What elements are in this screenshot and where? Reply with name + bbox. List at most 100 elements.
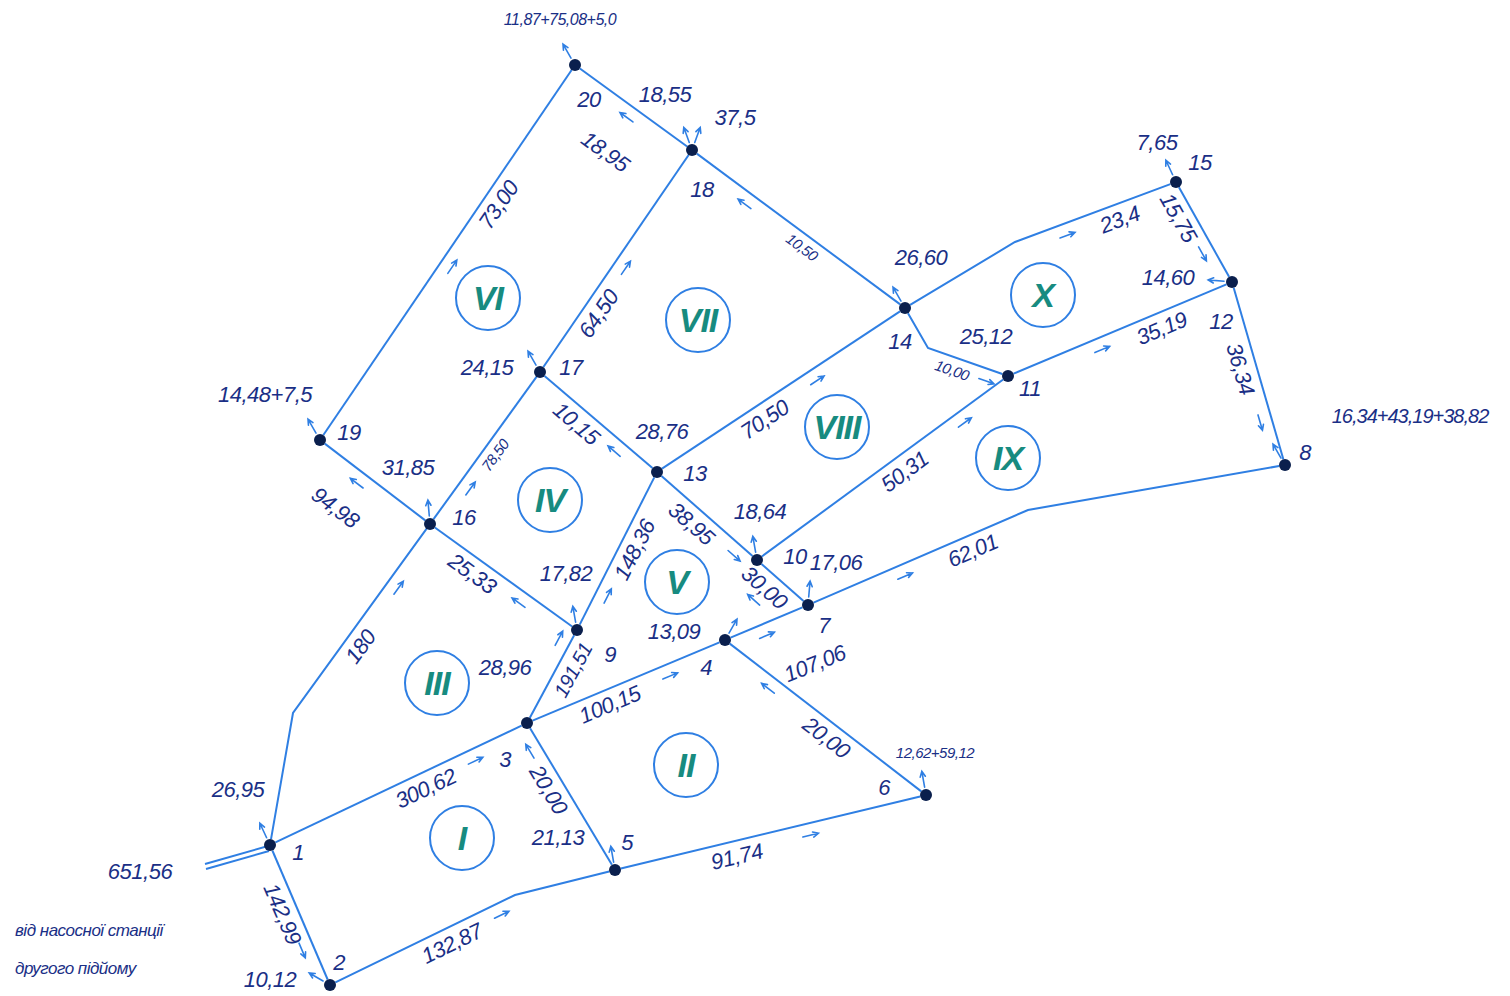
junction-number: 14 — [888, 331, 911, 353]
flow-value: 78,50 — [479, 437, 512, 474]
junction-number: 15 — [1188, 152, 1211, 174]
junction-node: 157,65 — [1170, 176, 1182, 188]
pump-main-line — [206, 851, 269, 869]
flow-value: 35,19 — [1134, 308, 1191, 349]
ring-number: VII — [679, 303, 718, 337]
flow-arrow — [738, 199, 751, 209]
flow-arrow — [555, 631, 563, 645]
flow-value: 20,00 — [798, 713, 853, 763]
flow-value: 50,31 — [877, 447, 932, 496]
flow-arrow — [495, 911, 509, 918]
demand-value: 11,87+75,08+5,0 — [504, 12, 616, 28]
flow-value: 100,15 — [576, 683, 644, 728]
flow-arrow — [466, 482, 475, 495]
flow-value: 191,51 — [550, 639, 595, 700]
flow-arrow — [394, 581, 403, 594]
junction-node: 2011,87+75,08+5,0 — [569, 59, 581, 71]
junction-node: 126,95 — [264, 839, 276, 851]
pipe-line — [731, 607, 803, 637]
demand-arrow — [309, 973, 323, 981]
flow-value: 107,06 — [781, 642, 849, 686]
junction-number: 19 — [337, 422, 360, 444]
junction-node: 1818,5537,5 — [686, 144, 698, 156]
ring-node: VIII — [804, 394, 870, 460]
ring-number: III — [424, 666, 449, 700]
junction-number: 2 — [333, 952, 345, 974]
junction-number: 7 — [818, 615, 830, 637]
flow-arrow — [1258, 415, 1263, 430]
demand-value: 18,55 — [639, 84, 692, 106]
junction-node: 612,62+59,12 — [920, 789, 932, 801]
ring-number: IX — [993, 441, 1023, 475]
pipe-line — [275, 726, 521, 843]
junction-number: 18 — [690, 179, 713, 201]
junction-number: 5 — [621, 832, 633, 854]
source-note: другого підйому — [15, 960, 136, 977]
junction-node: 1214,60 — [1226, 276, 1238, 288]
pipe-line — [434, 377, 537, 519]
junction-number: 4 — [700, 657, 712, 679]
junction-number: 20 — [577, 89, 600, 111]
demand-value: 18,64 — [734, 501, 787, 523]
junction-number: 9 — [604, 644, 616, 666]
junction-node: 816,34+43,19+38,82 — [1279, 459, 1291, 471]
junction-number: 6 — [878, 777, 890, 799]
flow-value: 10,50 — [783, 230, 820, 263]
flow-arrow — [350, 478, 363, 488]
junction-node: 1426,60 — [899, 302, 911, 314]
demand-arrow — [920, 771, 925, 787]
demand-value: 14,60 — [1142, 267, 1195, 289]
demand-arrow — [695, 127, 701, 142]
demand-arrow — [426, 500, 431, 516]
demand-value: 7,65 — [1137, 132, 1178, 154]
demand-arrow — [1166, 160, 1173, 175]
demand-arrow — [683, 127, 689, 142]
flow-value: 64,50 — [575, 287, 623, 343]
demand-arrow — [1208, 278, 1224, 283]
ring-node: VII — [665, 287, 731, 353]
demand-value: 26,60 — [895, 247, 948, 269]
flow-arrow — [620, 113, 633, 122]
pipe-line — [762, 380, 1003, 557]
demand-arrow — [729, 619, 737, 633]
junction-node: 1328,76 — [651, 466, 663, 478]
demand-value: 28,76 — [636, 421, 689, 443]
ring-node: III — [404, 650, 470, 716]
junction-node: 521,13 — [609, 864, 621, 876]
flow-arrow — [512, 598, 525, 607]
ring-number: X — [1032, 278, 1054, 312]
demand-value: 17,82 — [540, 563, 593, 585]
junction-node: 1125,12 — [1002, 370, 1014, 382]
flow-arrow — [604, 589, 611, 603]
flow-value: 73,00 — [475, 177, 523, 233]
ring-node: I — [429, 805, 495, 871]
demand-value: 31,85 — [382, 457, 435, 479]
pipe-line — [543, 155, 688, 367]
demand-arrow — [571, 606, 576, 622]
flow-arrow — [898, 573, 913, 580]
junction-node: 328,96 — [521, 717, 533, 729]
demand-arrow — [751, 536, 756, 552]
ring-number: VI — [473, 281, 503, 315]
demand-value: 26,95 — [212, 779, 265, 801]
source-note: від насосної станції — [15, 922, 163, 939]
ring-node: II — [653, 732, 719, 798]
demand-arrow — [893, 287, 901, 301]
demand-value: 21,13 — [532, 827, 585, 849]
flow-value: 36,34 — [1223, 340, 1259, 397]
junction-number: 16 — [452, 507, 475, 529]
junction-node: 210,12 — [324, 979, 336, 991]
junction-node: 1724,15 — [534, 366, 546, 378]
junction-node: 917,82 — [571, 624, 583, 636]
flow-value: 18,95 — [577, 128, 632, 177]
flow-value: 20,00 — [526, 762, 572, 818]
junction-node: 1631,85 — [424, 518, 436, 530]
flow-value: 30,00 — [737, 562, 791, 613]
flow-value: 10,15 — [549, 399, 603, 450]
flow-arrow — [728, 551, 740, 562]
flow-value: 142,99 — [260, 880, 306, 948]
demand-value: 10,12 — [244, 969, 297, 991]
junction-number: 12 — [1209, 311, 1232, 333]
demand-value: 25,12 — [960, 326, 1013, 348]
